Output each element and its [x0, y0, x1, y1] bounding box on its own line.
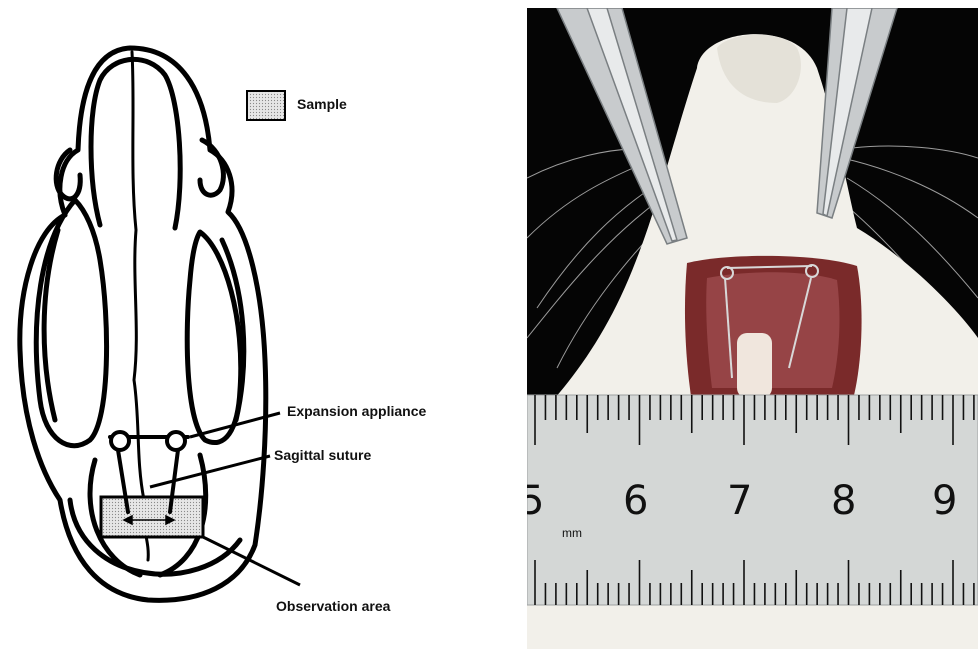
leader-sagittal-suture	[150, 456, 270, 487]
ruler-number-6: 6	[623, 478, 648, 524]
ruler-number-9: 9	[932, 478, 957, 524]
right-ear	[200, 140, 223, 195]
observation-area-box	[101, 497, 203, 537]
left-zygomatic-arch	[36, 200, 106, 446]
rat-photograph: 5 6 7 8 9 mm	[527, 8, 978, 649]
incisor	[737, 333, 772, 398]
ruler-number-7: 7	[727, 478, 752, 524]
ruler-number-5: 5	[527, 478, 544, 524]
label-expansion-appliance: Expansion appliance	[287, 403, 426, 419]
label-sagittal-suture: Sagittal suture	[274, 447, 371, 463]
schematic-drawing	[0, 0, 520, 649]
midline-suture	[132, 52, 148, 560]
sample-legend-swatch	[247, 91, 285, 120]
label-observation-area: Observation area	[276, 598, 390, 614]
ruler-unit-label: mm	[562, 526, 582, 540]
palate-schematic: Sample Expansion appliance Sagittal sutu…	[0, 0, 520, 649]
sample-legend-label: Sample	[297, 96, 347, 112]
ruler	[527, 395, 978, 605]
ruler-number-8: 8	[831, 478, 856, 524]
photo-scene	[527, 8, 978, 649]
